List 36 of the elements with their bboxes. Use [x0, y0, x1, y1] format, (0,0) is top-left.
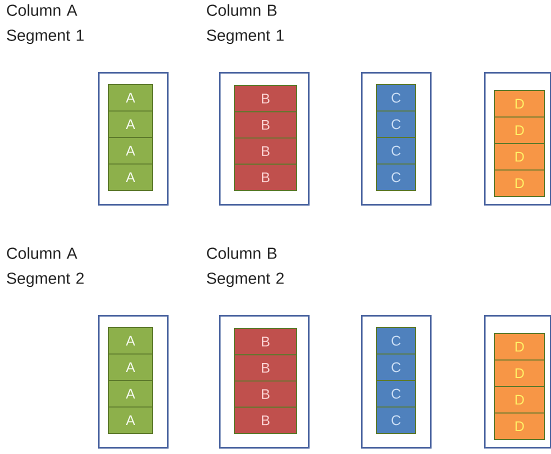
cell: A: [108, 353, 153, 381]
cell: C: [376, 380, 416, 408]
cell: A: [108, 163, 153, 191]
cell: B: [234, 354, 297, 382]
cell: C: [376, 110, 416, 138]
cell: C: [376, 406, 416, 434]
cell: B: [234, 164, 297, 191]
column-label: Column A Segment 2: [6, 247, 84, 288]
cell: A: [108, 326, 153, 354]
cell: C: [376, 163, 416, 191]
cell: D: [494, 90, 545, 118]
cell: C: [376, 84, 416, 112]
cell: A: [108, 110, 153, 138]
cell: A: [108, 406, 153, 434]
cell: A: [108, 84, 153, 112]
cell: D: [494, 116, 545, 144]
column-label: Column B Segment 2: [206, 247, 284, 288]
cell: D: [494, 143, 545, 170]
cell: D: [494, 332, 545, 360]
cell: C: [376, 326, 416, 354]
cell: A: [108, 380, 153, 408]
cell: B: [234, 111, 297, 138]
cell: A: [108, 136, 153, 164]
cell: B: [234, 138, 297, 165]
cell: C: [376, 353, 416, 381]
cell: D: [494, 412, 545, 440]
cell: B: [234, 380, 297, 408]
column-label: Column B Segment 1: [206, 4, 284, 44]
cell: B: [234, 328, 297, 356]
column-label: Column A Segment 1: [6, 4, 84, 44]
cell: D: [494, 169, 545, 197]
cell: C: [376, 136, 416, 164]
cell: B: [234, 85, 297, 112]
cell: B: [234, 406, 297, 434]
cell: D: [494, 386, 545, 414]
cell: D: [494, 359, 545, 387]
